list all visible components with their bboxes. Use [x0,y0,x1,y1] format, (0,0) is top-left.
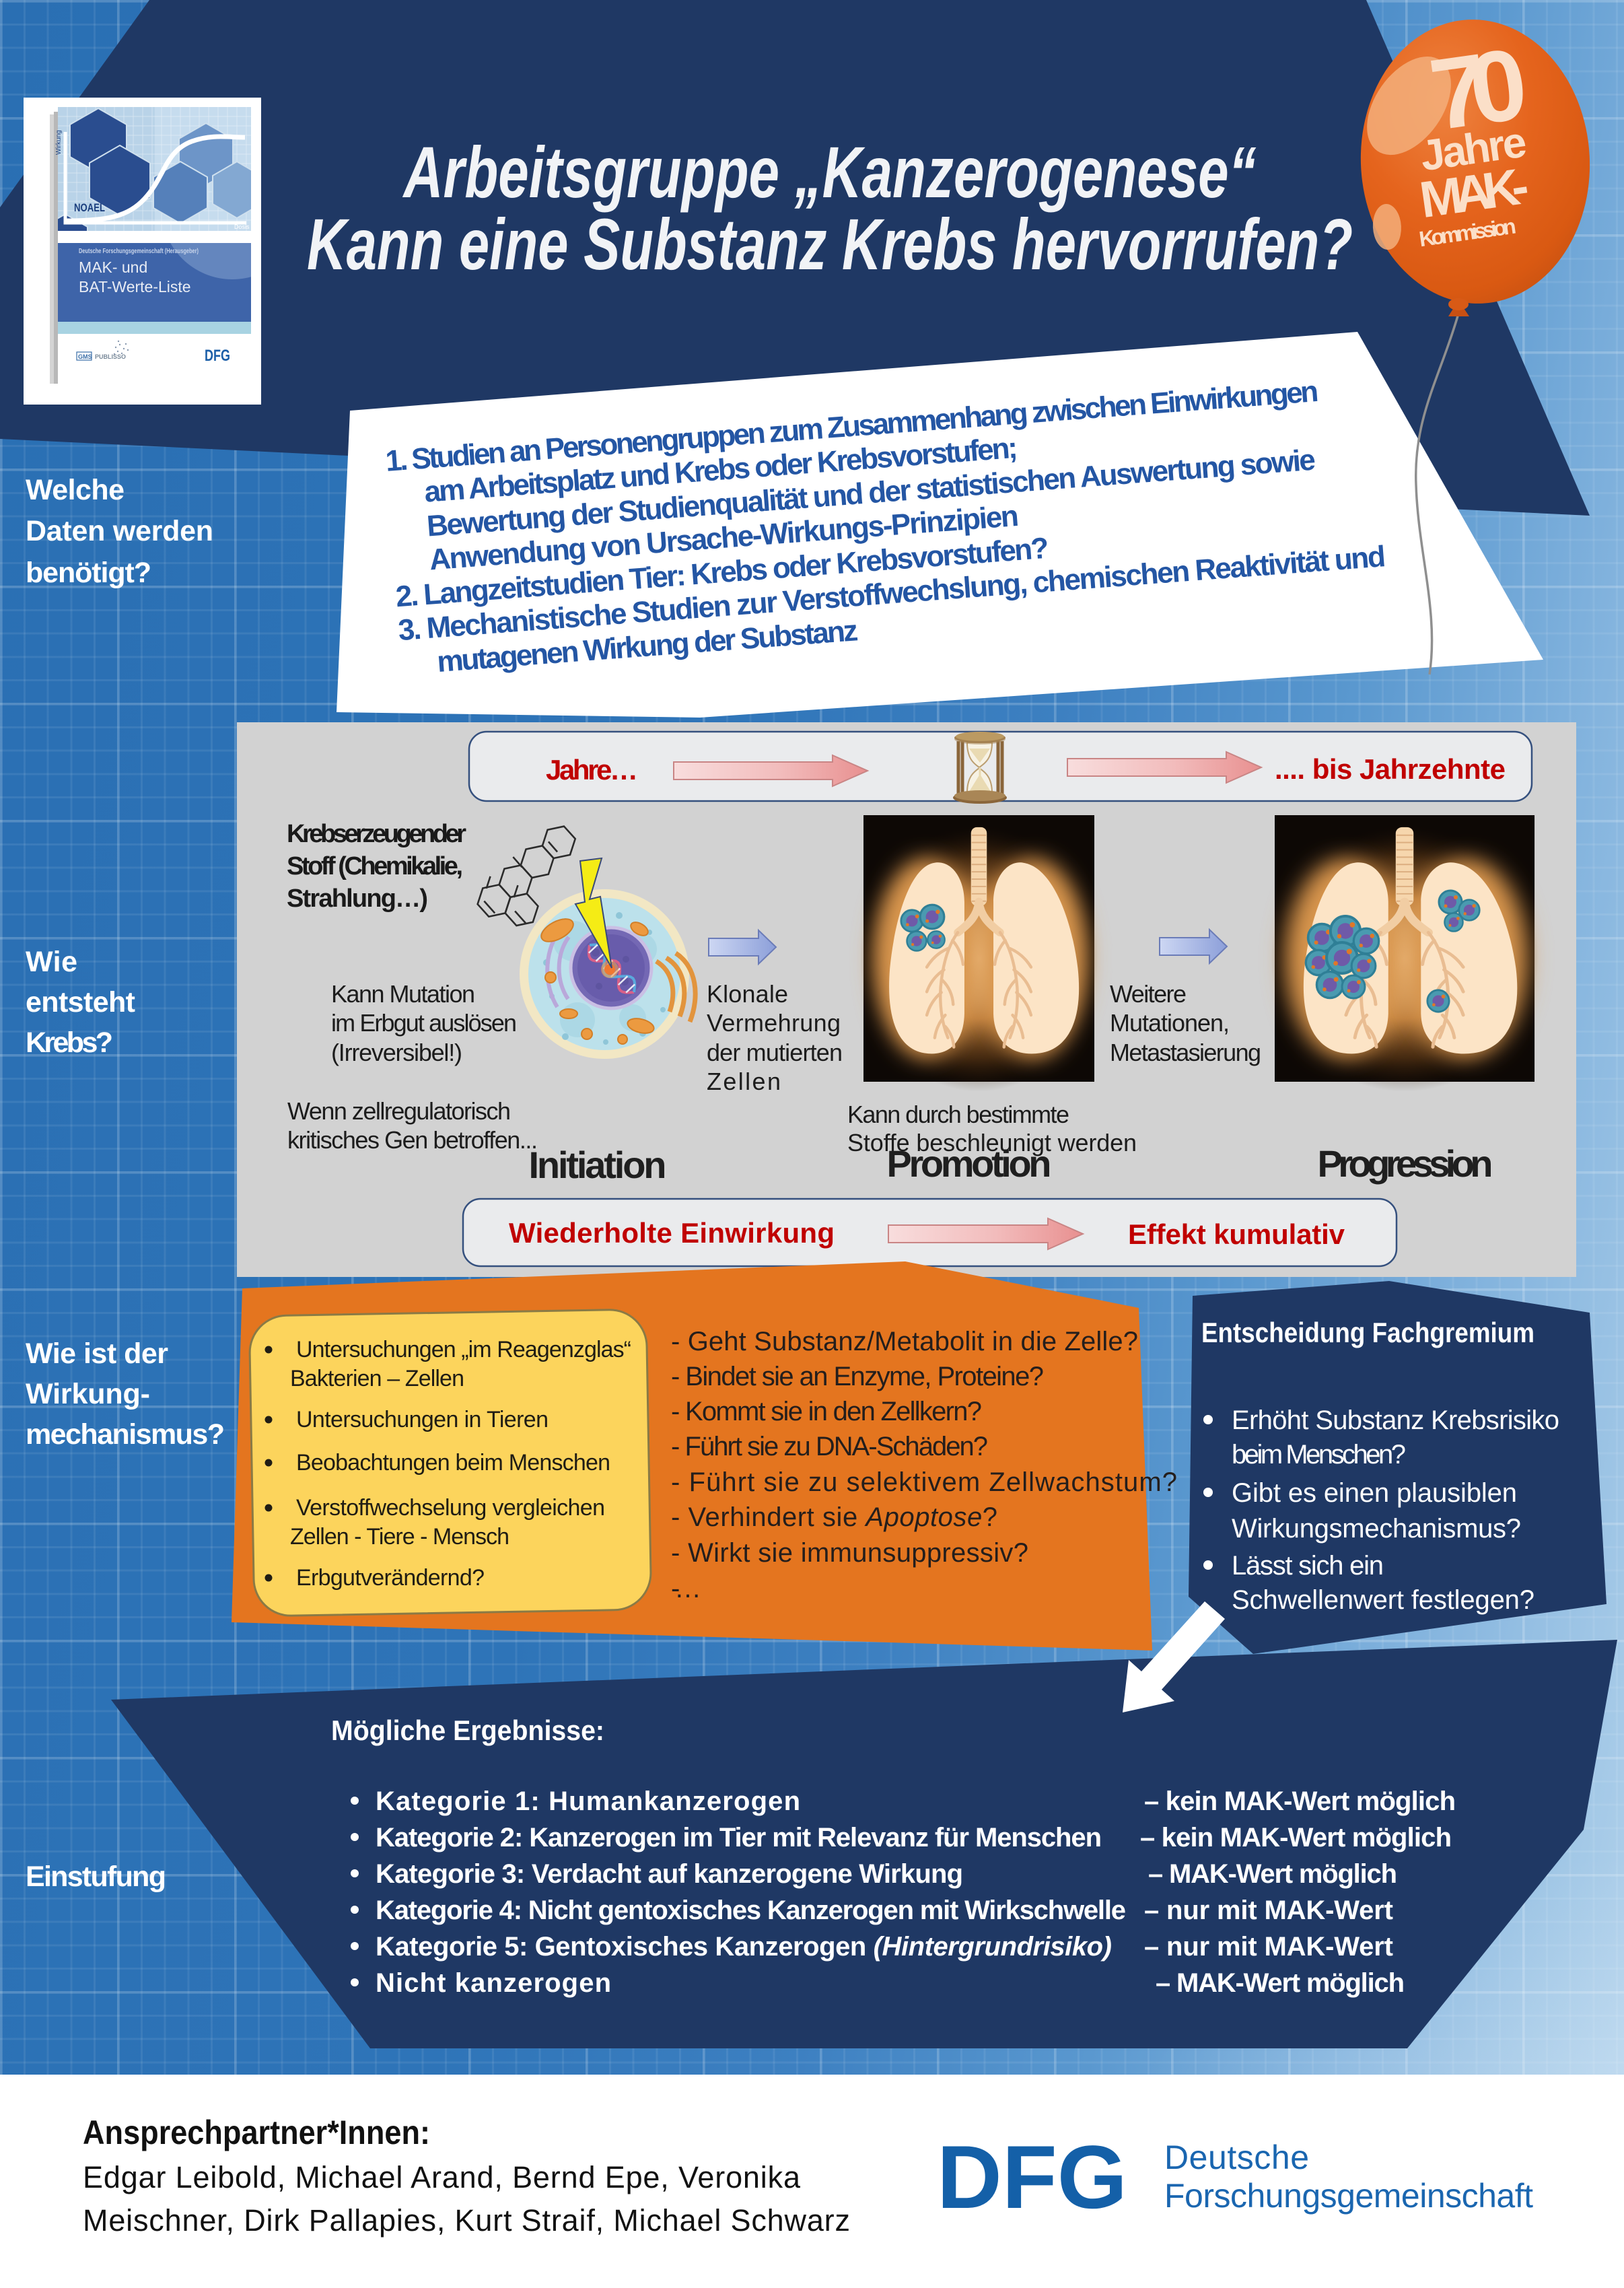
svg-text:- Kommt sie in den Zellkern?: - Kommt sie in den Zellkern? [671,1397,982,1426]
svg-text:Weitere: Weitere [1110,980,1187,1008]
svg-text:Kategorie 4: Nicht gentoxische: Kategorie 4: Nicht gentoxisches Kanzerog… [376,1896,1126,1925]
svg-text:– kein MAK-Wert möglich: – kein MAK-Wert möglich [1140,1823,1452,1852]
svg-text:Strahlung…): Strahlung…) [287,885,428,913]
svg-text:Metastasierung: Metastasierung [1110,1039,1261,1066]
svg-text:Meischner, Dirk Pallapies, Kur: Meischner, Dirk Pallapies, Kurt Straif, … [83,2203,850,2238]
svg-text:Deutsche Forschungsgemeinschaf: Deutsche Forschungsgemeinschaft (Herausg… [79,247,199,255]
svg-text:Erbgutverändernd?: Erbgutverändernd? [296,1565,485,1591]
svg-text:Mögliche Ergebnisse:: Mögliche Ergebnisse: [331,1714,604,1746]
svg-text:Jahre…: Jahre… [546,754,638,786]
svg-text:(Irreversibel!): (Irreversibel!) [331,1039,462,1066]
svg-text:Krebserzeugender: Krebserzeugender [287,820,466,848]
svg-text:Kann Mutation: Kann Mutation [331,980,475,1008]
svg-text:Welche: Welche [26,474,125,506]
svg-text:Lässt sich ein: Lässt sich ein [1232,1551,1384,1581]
svg-text:Kann durch bestimmte: Kann durch bestimmte [847,1101,1069,1128]
svg-text:– kein MAK-Wert möglich: – kein MAK-Wert möglich [1144,1787,1456,1816]
svg-text:Beobachtungen beim Menschen: Beobachtungen beim Menschen [296,1450,610,1476]
svg-text:Kategorie 1: Humankanzerogen: Kategorie 1: Humankanzerogen [376,1787,800,1816]
svg-text:Mutationen,: Mutationen, [1110,1009,1230,1037]
svg-text:Erhöht Substanz Krebsrisiko: Erhöht Substanz Krebsrisiko [1232,1406,1559,1435]
svg-text:NOAEL: NOAEL [74,201,105,214]
svg-text:Deutsche: Deutsche [1164,2139,1309,2176]
svg-text:Initiation: Initiation [529,1144,667,1186]
svg-text:entsteht: entsteht [26,986,135,1018]
svg-text:der mutierten: der mutierten [707,1039,843,1066]
svg-text:Promotion: Promotion [887,1142,1052,1185]
svg-text:Ansprechpartner*Innen:: Ansprechpartner*Innen: [83,2114,430,2151]
svg-text:Stoff (Chemikalie,: Stoff (Chemikalie, [287,852,463,880]
svg-text:Verstoffwechselung vergleichen: Verstoffwechselung vergleichen [296,1495,605,1521]
svg-text:– nur mit MAK-Wert: – nur mit MAK-Wert [1144,1896,1393,1925]
svg-text:– MAK-Wert möglich: – MAK-Wert möglich [1156,1968,1405,1998]
svg-text:DFG: DFG [937,2128,1127,2227]
svg-text:DFG: DFG [205,347,230,365]
svg-text:Schwellenwert festlegen?: Schwellenwert festlegen? [1232,1585,1534,1615]
svg-text:MAK- und: MAK- und [79,258,147,276]
svg-text:Progression: Progression [1318,1142,1493,1185]
svg-text:Bakterien – Zellen: Bakterien – Zellen [290,1366,464,1391]
svg-text:Dosis: Dosis [234,223,250,230]
svg-text:Kategorie 3: Verdacht auf kanz: Kategorie 3: Verdacht auf kanzerogene Wi… [376,1859,963,1889]
svg-text:70: 70 [1423,26,1534,151]
svg-text:- Bindet sie an Enzyme, Protei: - Bindet sie an Enzyme, Proteine? [671,1362,1044,1391]
svg-text:- Wirkt sie immunsuppressiv?: - Wirkt sie immunsuppressiv? [671,1538,1028,1568]
svg-text:Entscheidung Fachgremium: Entscheidung Fachgremium [1201,1317,1534,1348]
svg-text:- Geht Substanz/Metabolit in d: - Geht Substanz/Metabolit in die Zelle? [671,1327,1138,1356]
svg-text:Effekt kumulativ: Effekt kumulativ [1128,1218,1345,1250]
svg-text:Wirkung: Wirkung [55,130,63,155]
svg-text:Vermehrung: Vermehrung [707,1009,841,1037]
svg-text:Klonale: Klonale [707,980,788,1008]
svg-text:im Erbgut auslösen: im Erbgut auslösen [331,1009,517,1037]
svg-text:Einstufung: Einstufung [26,1861,166,1893]
svg-text:beim Menschen?: beim Menschen? [1232,1440,1406,1469]
svg-text:GMS: GMS [78,353,92,360]
svg-text:Krebs?: Krebs? [26,1027,113,1059]
svg-text:Wirkung-: Wirkung- [26,1378,150,1410]
svg-text:- Führt sie zu selektivem Zell: - Führt sie zu selektivem Zellwachstum? [671,1467,1177,1497]
svg-text:Untersuchungen in Tieren: Untersuchungen in Tieren [296,1407,549,1432]
svg-text:Kategorie 5: Gentoxisches Kanz: Kategorie 5: Gentoxisches Kanzerogen (Hi… [376,1932,1112,1962]
svg-text:Arbeitsgruppe „Kanzerogenese“: Arbeitsgruppe „Kanzerogenese“ [402,131,1256,213]
svg-text:– MAK-Wert möglich: – MAK-Wert möglich [1148,1859,1397,1889]
svg-text:Wiederholte Einwirkung: Wiederholte Einwirkung [509,1217,835,1249]
svg-text:Kategorie 2: Kanzerogen im Tie: Kategorie 2: Kanzerogen im Tier mit Rele… [376,1823,1102,1852]
svg-text:Nicht kanzerogen: Nicht kanzerogen [376,1968,611,1998]
svg-text:- …: - … [671,1574,701,1603]
svg-text:Gibt es einen plausiblen: Gibt es einen plausiblen [1232,1478,1517,1508]
svg-text:Wie: Wie [26,946,77,978]
svg-text:- Verhindert sie Apoptose?: - Verhindert sie Apoptose? [671,1502,997,1532]
svg-text:Wirkungsmechanismus?: Wirkungsmechanismus? [1232,1514,1521,1544]
svg-text:BAT-Werte-Liste: BAT-Werte-Liste [79,278,191,296]
svg-text:Forschungsgemeinschaft: Forschungsgemeinschaft [1164,2177,1533,2215]
svg-text:– nur mit MAK-Wert: – nur mit MAK-Wert [1144,1932,1393,1962]
svg-text:.... bis Jahrzehnte: .... bis Jahrzehnte [1275,753,1506,785]
svg-text:benötigt?: benötigt? [26,557,151,589]
svg-text:Wenn zellregulatorisch: Wenn zellregulatorisch [287,1097,511,1125]
svg-text:Untersuchungen „im Reagenzglas: Untersuchungen „im Reagenzglas“ [296,1337,631,1362]
svg-text:Zellen - Tiere - Mensch: Zellen - Tiere - Mensch [290,1524,509,1550]
svg-text:mechanismus?: mechanismus? [26,1418,225,1451]
svg-text:PUBLISSO: PUBLISSO [95,353,126,360]
svg-text:Stoffe beschleunigt werden: Stoffe beschleunigt werden [847,1129,1137,1156]
svg-text:Wie ist der: Wie ist der [26,1338,168,1370]
svg-text:Kann eine Substanz Krebs hervo: Kann eine Substanz Krebs hervorrufen? [307,203,1353,285]
svg-text:kritisches Gen betroffen...: kritisches Gen betroffen... [287,1126,538,1154]
svg-text:Edgar Leibold, Michael Arand,: Edgar Leibold, Michael Arand, Bernd Epe,… [83,2160,801,2194]
svg-text:- Führt sie zu DNA-Schäden?: - Führt sie zu DNA-Schäden? [671,1432,988,1461]
svg-text:Daten werden: Daten werden [26,515,213,547]
